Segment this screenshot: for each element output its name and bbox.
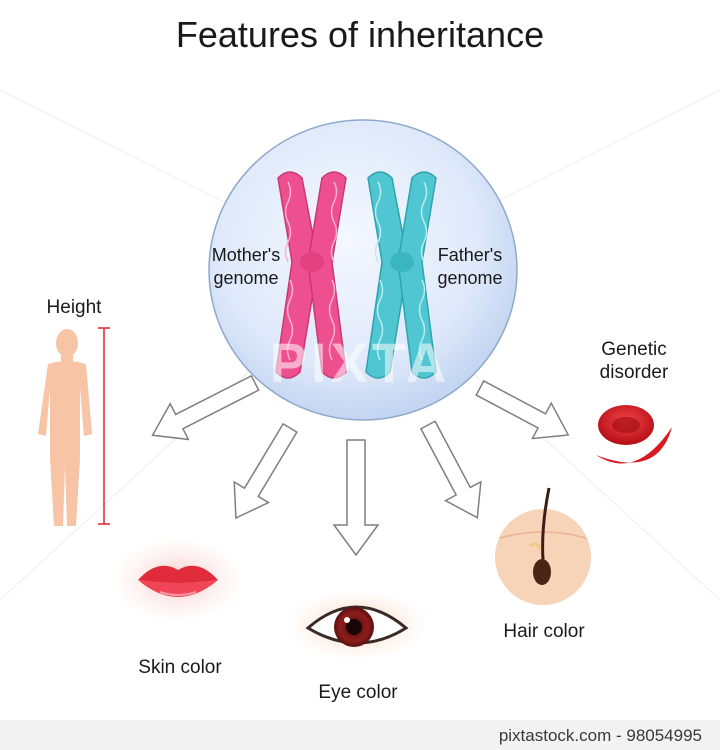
diagram-canvas [0, 89, 720, 661]
label-hair-color: Hair color [503, 621, 585, 642]
label-genetic-disorder: Genetic disorder [599, 339, 669, 383]
arrow-skin [233, 422, 298, 520]
father-chromosome [365, 171, 437, 379]
label-mothers-genome: Mother's genome [211, 245, 281, 288]
hair-follicle-illustration [495, 487, 591, 605]
mother-chromosome [275, 171, 347, 379]
label-eye-color: Eye color [318, 682, 398, 703]
human-silhouette [38, 329, 92, 526]
footer-bar: pixtastock.com - 98054995 [0, 720, 720, 750]
arrow-genetic-disorder [475, 379, 570, 440]
arrow-eye [332, 439, 380, 557]
lips-illustration [110, 536, 246, 624]
red-blood-cells-illustration [596, 405, 672, 464]
label-skin-color: Skin color [138, 657, 222, 678]
arrow-hair [419, 420, 482, 519]
eye-illustration [285, 589, 429, 661]
height-marker [98, 327, 110, 525]
page-title: Features of inheritance [175, 14, 545, 55]
footer-credit: pixtastock.com - 98054995 [498, 726, 702, 745]
watermark: PIXTA [269, 331, 451, 394]
label-fathers-genome: Father's genome [437, 245, 503, 288]
arrows [151, 374, 570, 557]
arrow-height [151, 374, 260, 441]
label-height: Height [46, 297, 102, 318]
